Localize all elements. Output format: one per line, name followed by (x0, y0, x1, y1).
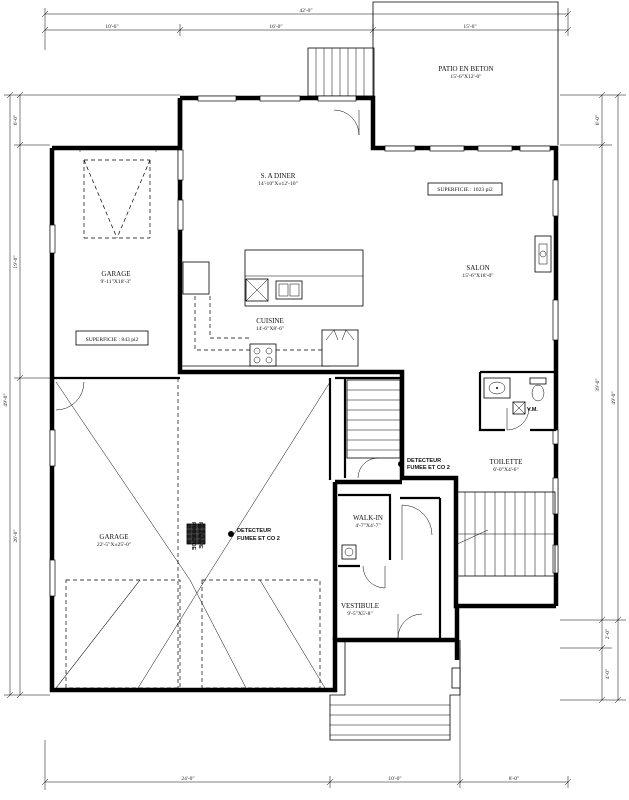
dim-left-total: 49'-0" (3, 393, 9, 406)
dimension-lines: 42'-0" 10'-6" 16'-0" 15'-6" 24'-0" 10'-0… (3, 8, 626, 790)
vestibule-size: 9'-5"X5'-8" (347, 611, 373, 617)
dim-left-b: 19'-0" (13, 255, 19, 268)
wm-label: V.M. (527, 407, 538, 413)
dim-right-c: 2'-0" (605, 629, 611, 640)
toilette: V.M. TOILETTE 6'-0"X4'-6" (478, 370, 556, 473)
walkin-name: WALK-IN (353, 514, 383, 522)
garage-upper-name: GARAGE (101, 270, 130, 278)
kitchen-size: 14'-6"X8'-6" (256, 326, 284, 332)
dim-right-b: 39'-0" (595, 378, 601, 391)
dim-bottom-b: 10'-0" (388, 776, 401, 782)
pit-line1: FOSSE DE (190, 522, 196, 551)
smoke-detector-2: DETECTEUR FUMEE ET CO 2 (228, 528, 280, 542)
detector-1-line1: DETECTEUR (407, 458, 441, 464)
dim-top-c: 15'-6" (463, 24, 476, 30)
dim-top-b: 16'-0" (269, 24, 282, 30)
patio-door (333, 109, 360, 136)
windows (49, 95, 559, 597)
dim-left-c: 26'-0" (13, 529, 19, 542)
salon-size: 15'-6"X18'-0" (462, 273, 493, 279)
dim-top-a: 10'-6" (105, 24, 118, 30)
dim-top-total: 42'-0" (299, 8, 312, 14)
garage-upper-size: 9'-11"X18'-3" (101, 279, 132, 285)
dining-size: 14'-10"X±12'-10" (258, 181, 298, 187)
dim-left-a: 6'-0" (13, 115, 19, 126)
patio-size: 15'-6"X12'-0" (450, 74, 481, 80)
toilette-size: 6'-0"X4'-6" (493, 467, 519, 473)
upper-garage: GARAGE 9'-11"X18'-3" SUPERFICIE : 843 pi… (75, 146, 157, 346)
dim-bottom-a: 24'-0" (181, 776, 194, 782)
salon: SUPERFICIE : 1023 pi2 SALON 15'-6"X18'-0… (427, 182, 552, 279)
garage-lower-name: GARAGE (99, 533, 128, 541)
dim-right-a: 6'-0" (595, 115, 601, 126)
dim-right-total: 49'-0" (611, 391, 617, 404)
patio-name: PATIO EN BETON (438, 65, 493, 73)
garage-lower-size: 22'-5"X±25'-0" (97, 542, 131, 548)
garage-upper-area: SUPERFICIE : 843 pi2 (86, 337, 139, 343)
vestibule-name: VESTIBULE (341, 602, 379, 610)
dim-right-d: 4'-0" (605, 669, 611, 680)
dining-name: S. A DINER (261, 172, 296, 180)
toilette-name: TOILETTE (490, 458, 523, 466)
walkin-size: 4'-7"X4'-7" (355, 523, 381, 529)
pit-line2: RETENUE (197, 522, 203, 549)
dim-bottom-c: 8'-0" (509, 776, 520, 782)
salon-name: SALON (466, 264, 489, 272)
salon-area: SUPERFICIE : 1023 pi2 (437, 187, 493, 193)
front-porch (329, 640, 461, 741)
lower-garage: FOSSE DE RETENUE GARAGE 22'-5"X±25'-0" (55, 378, 331, 690)
kitchen-name: CUISINE (256, 317, 284, 325)
dining-kitchen: S. A DINER 14'-10"X±12'-10" CUISINE 14'-… (180, 172, 364, 367)
interior-stairs (346, 379, 556, 577)
walkin-vestibule: WALK-IN 4'-7"X4'-7" VESTIBULE 9'-5"X5'-8… (338, 493, 442, 640)
detector-1-line2: FUMEE ET CO 2 (407, 465, 450, 471)
detector-2-line1: DETECTEUR (237, 528, 271, 534)
detector-2-line2: FUMEE ET CO 2 (237, 536, 280, 542)
smoke-detector-1: DETECTEUR FUMEE ET CO 2 (398, 458, 450, 471)
patio: PATIO EN BETON 15'-6"X12'-0" (307, 1, 559, 145)
